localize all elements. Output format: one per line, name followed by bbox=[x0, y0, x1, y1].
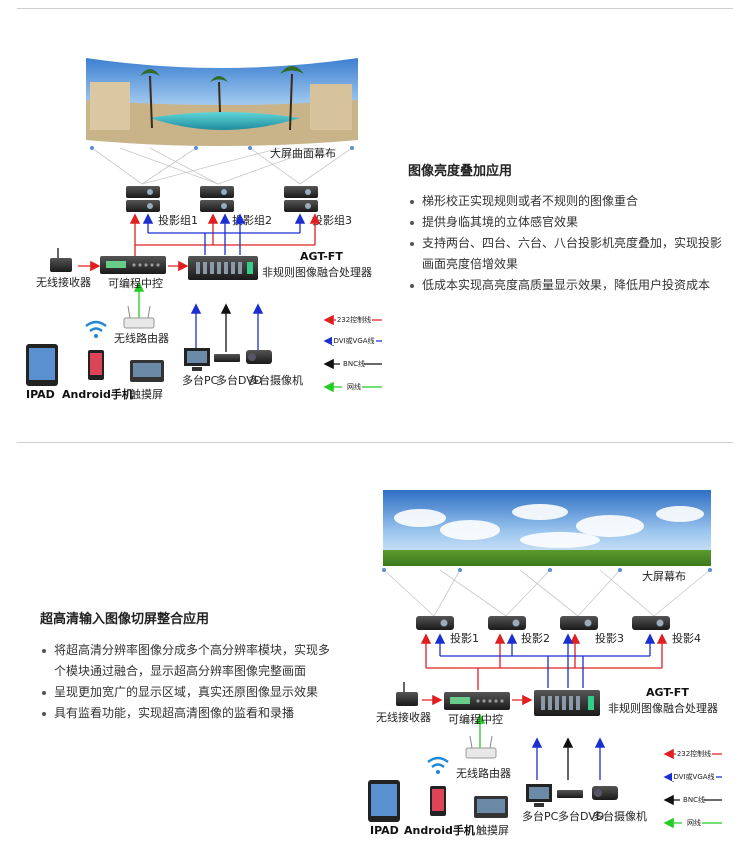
projector-1-icon bbox=[416, 616, 454, 630]
section1-bullet: 梯形校正实现规则或者不规则的图像重合 bbox=[408, 191, 728, 212]
device-label: 触摸屏 bbox=[130, 387, 163, 401]
projector-label: 投影1 bbox=[450, 631, 479, 645]
legend-label: DVI或VGA线 bbox=[673, 772, 714, 781]
legend-label: 网线 bbox=[687, 818, 701, 827]
legend: 232控制线 DVI或VGA线 BNC线 网线 bbox=[663, 748, 722, 829]
processor-icon bbox=[188, 256, 258, 280]
pc-icon bbox=[526, 784, 552, 807]
curved-screen-image bbox=[86, 58, 358, 146]
section1-title: 图像亮度叠加应用 bbox=[408, 164, 513, 179]
control-lines bbox=[420, 633, 668, 706]
legend-label: 232控制线 bbox=[677, 749, 711, 758]
dvd-icon bbox=[557, 790, 583, 798]
diagram2: 大屏幕布 投影1 投影2 投影3 投影4 AGT-FT 非规则图像融合处理器 bbox=[368, 490, 722, 837]
camera-icon bbox=[592, 786, 618, 800]
projection-beams bbox=[91, 147, 353, 185]
source-label: 多台摄像机 bbox=[248, 373, 303, 387]
processor-desc: 非规则图像融合处理器 bbox=[262, 265, 372, 279]
dvi-lines bbox=[434, 633, 656, 780]
device-label: Android手机 bbox=[62, 387, 133, 401]
controller-icon bbox=[100, 256, 166, 274]
projector-label: 投影2 bbox=[521, 631, 550, 645]
camera-icon bbox=[246, 350, 272, 364]
android-phone-icon bbox=[430, 786, 446, 816]
middle-divider bbox=[17, 442, 733, 443]
screen-corner-markers bbox=[382, 568, 712, 572]
wifi-icon bbox=[427, 756, 449, 769]
legend-label: BNC线 bbox=[343, 359, 365, 368]
processor-desc: 非规则图像融合处理器 bbox=[608, 701, 718, 715]
screen-label: 大屏幕布 bbox=[642, 569, 686, 583]
diagram1: 大屏曲面幕布 投影组1 投影组2 投影组3 bbox=[26, 58, 382, 401]
legend-label: 232控制线 bbox=[337, 315, 371, 324]
section2-bullets: 将超高清分辨率图像分成多个高分辨率模块，实现多个模块通过融合，显示超高分辨率图像… bbox=[40, 640, 340, 724]
processor-icon bbox=[534, 690, 600, 716]
router-icon bbox=[465, 735, 497, 759]
dvi-lines bbox=[142, 213, 306, 352]
source-label: 多台DVD bbox=[558, 809, 604, 823]
android-phone-icon bbox=[88, 350, 104, 380]
screen-image bbox=[383, 490, 711, 566]
projector-group-1-icon bbox=[126, 186, 160, 212]
projector-group-label: 投影组3 bbox=[312, 213, 352, 227]
projector-group-3-icon bbox=[284, 186, 318, 212]
router-icon bbox=[123, 305, 155, 329]
section2-title: 超高清输入图像切屏整合应用 bbox=[40, 612, 210, 627]
processor-model: AGT-FT bbox=[300, 250, 343, 263]
router-label: 无线路由器 bbox=[114, 331, 169, 345]
projector-label: 投影4 bbox=[672, 631, 701, 645]
projector-group-label: 投影组2 bbox=[232, 213, 272, 227]
legend-label: BNC线 bbox=[683, 795, 705, 804]
processor-model: AGT-FT bbox=[646, 686, 689, 699]
section1-bullets: 梯形校正实现规则或者不规则的图像重合 提供身临其境的立体感官效果 支持两台、四台… bbox=[408, 191, 728, 296]
projector-group-label: 投影组1 bbox=[158, 213, 198, 227]
controller-label: 可编程中控 bbox=[108, 276, 163, 290]
device-label: 触摸屏 bbox=[476, 823, 509, 837]
receiver-icon bbox=[396, 682, 418, 706]
legend-label: 网线 bbox=[347, 382, 361, 391]
touchscreen-icon bbox=[130, 360, 164, 382]
projector-label: 投影3 bbox=[595, 631, 624, 645]
dvd-icon bbox=[214, 354, 240, 362]
ipad-icon bbox=[368, 780, 400, 822]
legend: 232控制线 DVI或VGA线 BNC线 网线 bbox=[323, 314, 382, 393]
projector-2-icon bbox=[488, 616, 526, 630]
router-label: 无线路由器 bbox=[456, 766, 511, 780]
device-label: IPAD bbox=[26, 388, 55, 401]
projector-3-icon bbox=[560, 616, 598, 630]
receiver-label: 无线接收器 bbox=[376, 710, 431, 724]
section1-bullet: 提供身临其境的立体感官效果 bbox=[408, 212, 728, 233]
controller-label: 可编程中控 bbox=[448, 712, 503, 726]
legend-label: DVI或VGA线 bbox=[333, 336, 374, 345]
screen-corner-markers bbox=[90, 146, 354, 150]
wifi-icon bbox=[85, 320, 107, 333]
section1-bullet: 低成本实现高亮度高质量显示效果，降低用户投资成本 bbox=[408, 275, 728, 296]
touchscreen-icon bbox=[474, 796, 508, 818]
projector-group-2-icon bbox=[200, 186, 234, 212]
source-label: 多台DVD bbox=[216, 373, 262, 387]
source-label: 多台摄像机 bbox=[592, 809, 647, 823]
ipad-icon bbox=[26, 344, 58, 386]
section2-bullet: 呈现更加宽广的显示区域，真实还原图像显示效果 bbox=[40, 682, 340, 703]
section1-bullet: 支持两台、四台、六台、八台投影机亮度叠加，实现投影画面亮度倍增效果 bbox=[408, 233, 728, 275]
controller-icon bbox=[444, 692, 510, 710]
top-divider bbox=[17, 8, 733, 9]
source-label: 多台PC bbox=[522, 809, 559, 823]
device-label: IPAD bbox=[370, 824, 399, 837]
pc-icon bbox=[184, 348, 210, 371]
projection-beams bbox=[383, 569, 711, 617]
section2-bullet: 将超高清分辨率图像分成多个高分辨率模块，实现多个模块通过融合，显示超高分辨率图像… bbox=[40, 640, 340, 682]
screen-label: 大屏曲面幕布 bbox=[270, 146, 336, 160]
projector-4-icon bbox=[632, 616, 670, 630]
receiver-icon bbox=[50, 248, 72, 272]
source-label: 多台PC bbox=[182, 373, 219, 387]
receiver-label: 无线接收器 bbox=[36, 275, 91, 289]
section2-bullet: 具有监看功能，实现超高清图像的监看和录播 bbox=[40, 703, 340, 724]
device-label: Android手机 bbox=[404, 823, 475, 837]
